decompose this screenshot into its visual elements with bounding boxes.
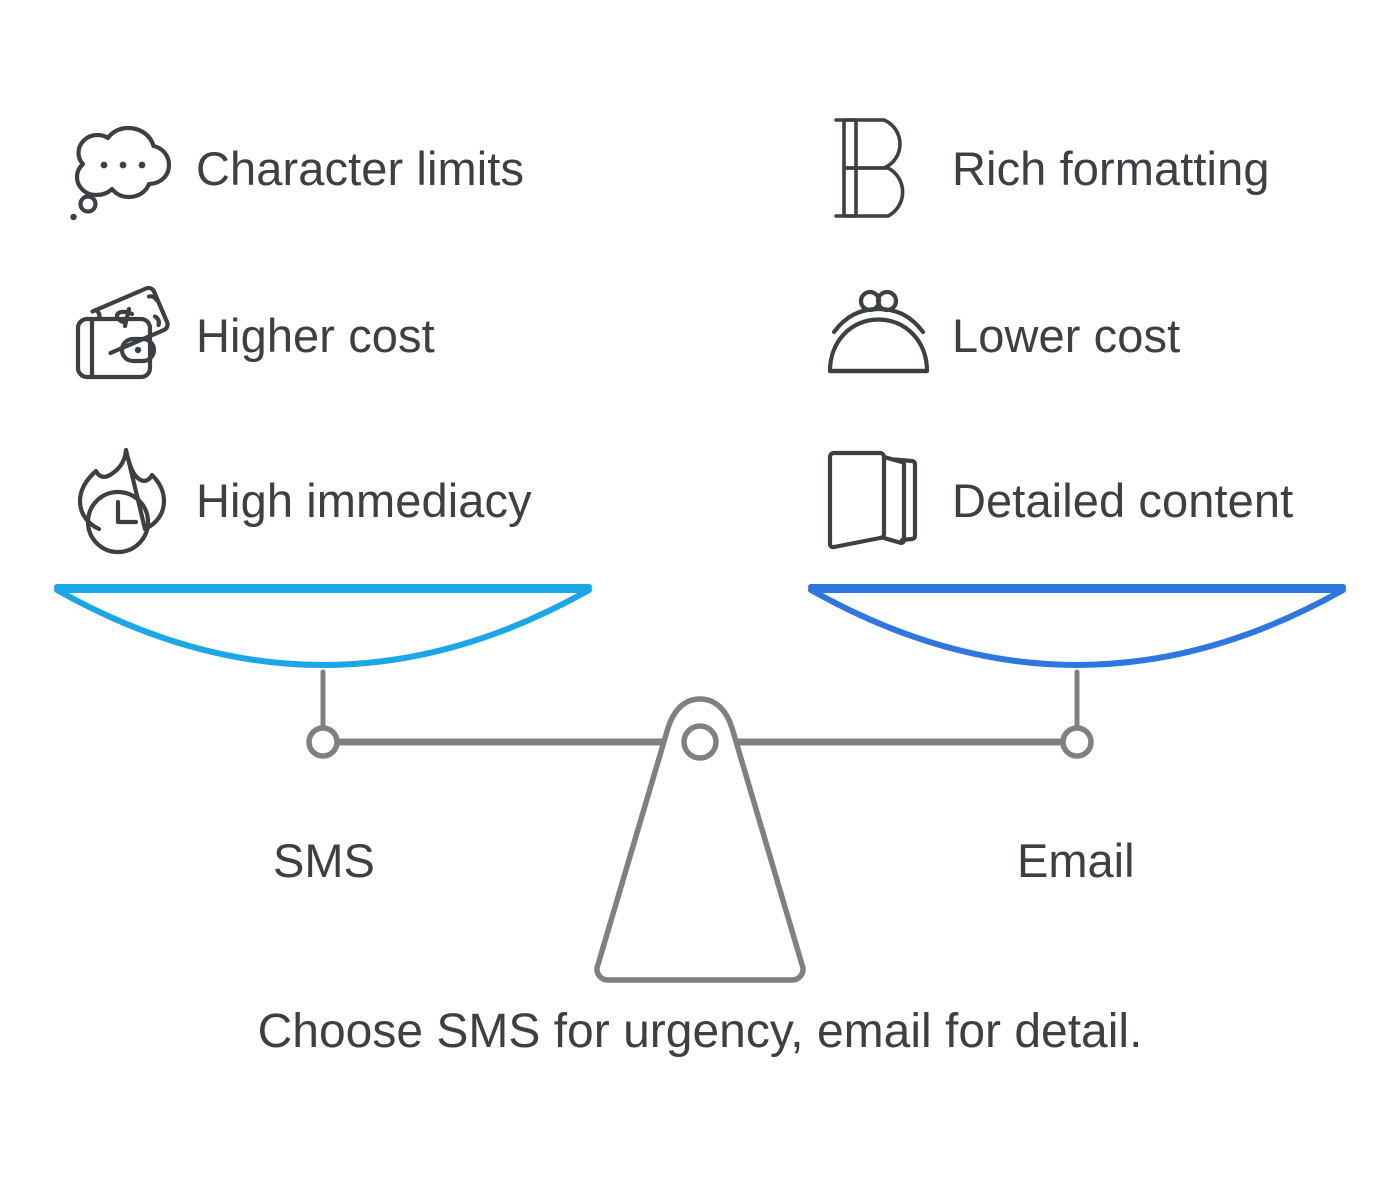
feature-row-rich-formatting: Rich formatting [818, 108, 1270, 228]
open-book-icon [818, 440, 938, 560]
feature-label: Rich formatting [952, 141, 1270, 195]
feature-label: Character limits [196, 141, 525, 195]
scale-pan-right [808, 584, 1346, 668]
feature-row-detailed-content: Detailed content [818, 440, 1293, 560]
feature-row-high-immediacy: High immediacy [62, 440, 532, 560]
feature-label: High immediacy [196, 473, 532, 527]
pan-label-sms: SMS [273, 834, 375, 887]
feature-label: Lower cost [952, 308, 1181, 362]
feature-row-lower-cost: Lower cost [818, 275, 1180, 395]
pan-label-email: Email [1017, 834, 1135, 887]
wallet-cash-icon [62, 275, 182, 395]
feature-label: Detailed content [952, 473, 1294, 527]
scale-pan-left [54, 584, 592, 668]
scale-fulcrum [594, 696, 806, 983]
scale-joint-right [1060, 725, 1094, 759]
scale-joint-left [306, 725, 340, 759]
scale-pivot [681, 723, 719, 761]
coin-purse-icon [818, 275, 938, 395]
thought-bubble-icon [62, 108, 182, 228]
feature-row-character-limits: Character limits [62, 108, 524, 228]
caption-text: Choose SMS for urgency, email for detail… [257, 1005, 1143, 1058]
feature-row-higher-cost: Higher cost [62, 275, 435, 395]
feature-label: Higher cost [196, 308, 435, 362]
bold-b-icon [818, 108, 938, 228]
flame-clock-icon [62, 440, 182, 560]
